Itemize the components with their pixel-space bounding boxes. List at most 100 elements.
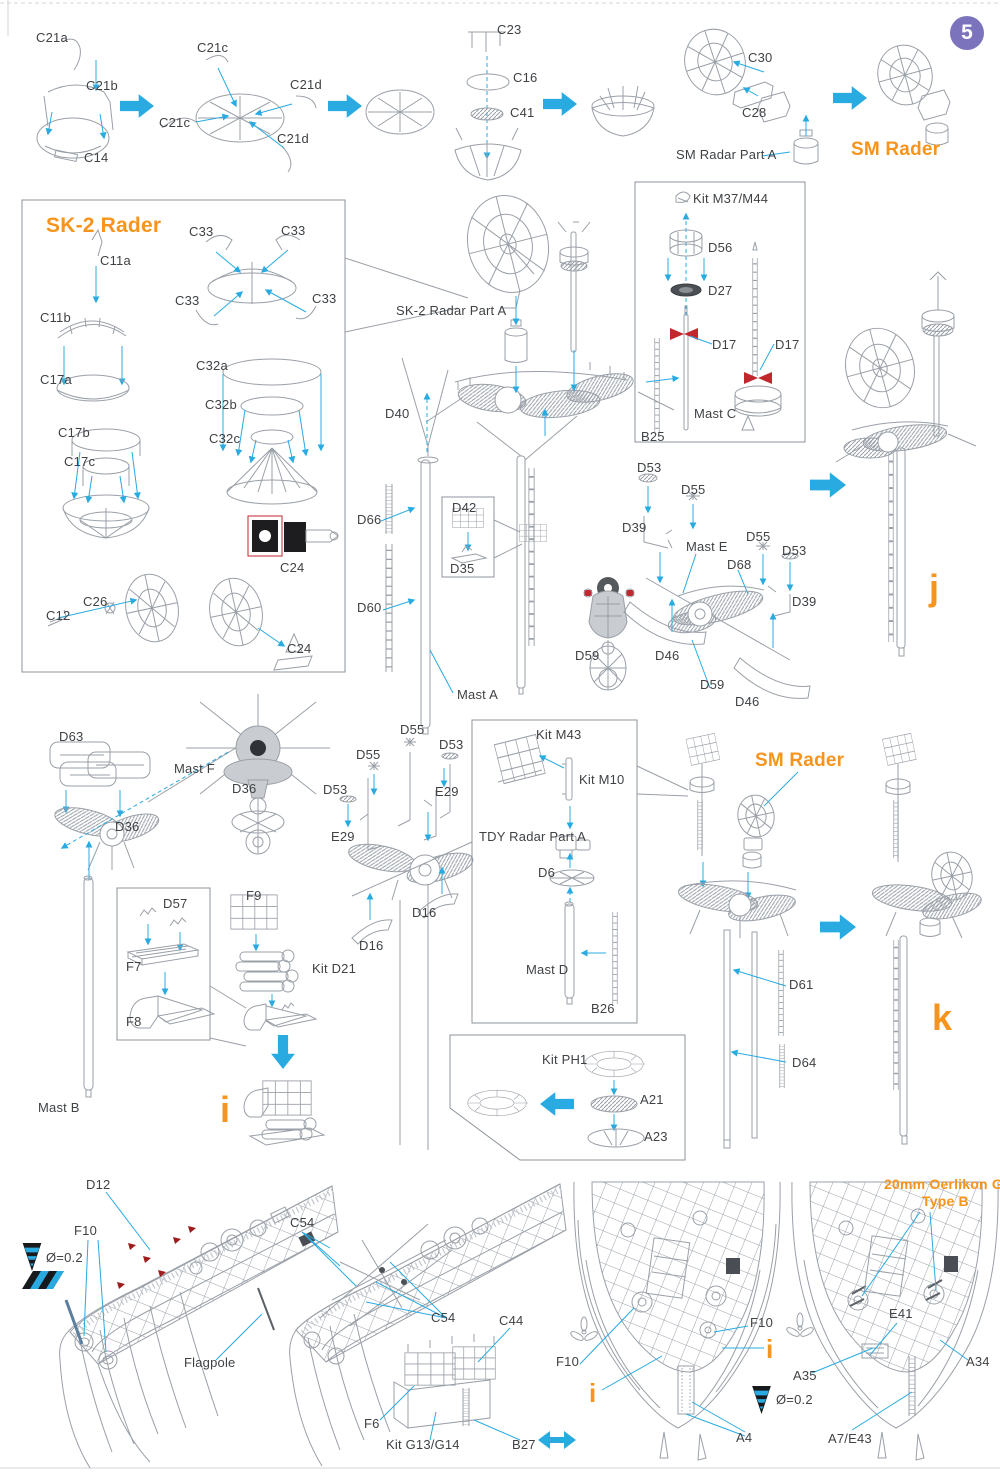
assembled-mast-j <box>835 271 977 657</box>
part-label: C21d <box>290 77 322 92</box>
part-label: Mast C <box>694 406 737 421</box>
part-label: B27 <box>512 1437 536 1452</box>
part-label: D56 <box>708 240 733 255</box>
hull-1 <box>22 1185 339 1469</box>
part-label: C33 <box>175 293 200 308</box>
part-label: C21a <box>36 30 68 45</box>
part-label: F10 <box>750 1315 774 1330</box>
step-letter-i: i <box>766 1334 774 1364</box>
part-label: C11b <box>40 310 71 325</box>
part-label: SK-2 Radar Part A <box>396 303 507 318</box>
part-label: C16 <box>513 70 538 85</box>
oerlikon-gun-label: 20mm Oerlikon Gun <box>884 1176 1000 1192</box>
part-label: D39 <box>622 520 647 535</box>
part-label: C33 <box>312 291 337 306</box>
part-label: D40 <box>385 406 410 421</box>
part-label: C23 <box>497 22 522 37</box>
part-label: Mast F <box>174 761 215 776</box>
part-label: D12 <box>86 1177 111 1192</box>
part-label: F7 <box>126 959 142 974</box>
part-label: C21b <box>86 78 118 93</box>
part-label: A34 <box>966 1354 990 1369</box>
drill-size-label: Ø=0.2 <box>776 1392 813 1407</box>
sk2-c17-stack <box>62 428 150 539</box>
part-label: D42 <box>452 500 477 515</box>
step-letter-i: i <box>220 1089 231 1130</box>
part-label: D53 <box>323 782 348 797</box>
swap-double-arrow <box>538 1431 576 1449</box>
sk2-radar-mast-assembly <box>425 194 675 436</box>
sk2-c11-parts <box>56 228 130 402</box>
c21-assembly-step2 <box>161 55 317 173</box>
mast-a-group <box>380 357 578 735</box>
part-label: Mast D <box>526 962 569 977</box>
part-label: D27 <box>708 283 733 298</box>
page-number-badge: 5 <box>950 16 984 50</box>
hull-4 <box>786 1181 999 1461</box>
c23-stack-assembly <box>454 31 522 181</box>
part-label: F10 <box>74 1223 98 1238</box>
mast-e-exploded <box>623 473 811 699</box>
m37-box <box>634 181 806 443</box>
tdy-mast-d-assembly <box>493 734 618 1005</box>
drill-bit-icon <box>22 1243 42 1271</box>
sk2-c32-stack <box>219 358 325 505</box>
sm-radar-result <box>877 44 951 146</box>
part-label: C33 <box>189 224 214 239</box>
part-label: D53 <box>439 737 464 752</box>
sk2-dish-assembly <box>47 573 313 671</box>
part-label: D17 <box>775 337 800 352</box>
part-label: D55 <box>356 747 381 762</box>
ph1-raft-assembly <box>467 1050 645 1148</box>
part-label: D53 <box>637 460 662 475</box>
drill-bit-icon <box>752 1386 771 1414</box>
part-label: E41 <box>889 1306 913 1321</box>
part-label: D36 <box>115 819 140 834</box>
part-label: Kit M10 <box>579 772 625 787</box>
part-label: C44 <box>499 1313 524 1328</box>
part-label: D57 <box>163 896 188 911</box>
mast-d-sm-group <box>678 733 799 1149</box>
part-label: C14 <box>84 150 109 165</box>
part-label: E29 <box>331 829 355 844</box>
part-label: Mast B <box>38 1100 80 1115</box>
part-label: A35 <box>793 1368 817 1383</box>
step-letter-i: i <box>589 1378 597 1408</box>
part-label: A23 <box>644 1129 668 1144</box>
part-label: C28 <box>742 105 767 120</box>
hull-3 <box>570 1181 781 1461</box>
mast-f-group <box>49 694 330 880</box>
part-label: SM Radar Part A <box>676 147 777 162</box>
flow-arrow <box>120 94 154 118</box>
part-label: A4 <box>736 1430 753 1445</box>
tdy-box <box>471 719 638 1024</box>
part-label: C41 <box>510 105 535 120</box>
part-label: D60 <box>357 600 382 615</box>
part-label: D61 <box>789 977 814 992</box>
part-label: C21d <box>277 131 309 146</box>
part-label: C17a <box>40 372 72 387</box>
part-label: C32b <box>205 397 237 412</box>
part-label: D53 <box>782 543 807 558</box>
step-letter-k: k <box>932 997 953 1038</box>
part-label: D16 <box>359 938 384 953</box>
part-label: C17c <box>64 454 96 469</box>
part-label: D55 <box>746 529 771 544</box>
part-label: Mast E <box>686 539 728 554</box>
part-label: C12 <box>46 608 71 623</box>
sm-rader-title: SM Rader <box>851 139 941 160</box>
part-label: Mast A <box>457 687 498 702</box>
part-label: D59 <box>700 677 725 692</box>
step-letter-j: j <box>929 567 940 608</box>
part-label: Kit PH1 <box>542 1052 588 1067</box>
part-label: C32a <box>196 358 228 373</box>
part-label: C24 <box>287 641 312 656</box>
part-label: D35 <box>450 561 475 576</box>
part-label: Kit M37/M44 <box>693 191 769 206</box>
part-label: C21c <box>159 115 191 130</box>
part-label: C24 <box>280 560 305 575</box>
sm-rader-title: SM Rader <box>755 750 845 771</box>
ph1-box <box>449 1034 686 1161</box>
part-label: D36 <box>232 781 257 796</box>
